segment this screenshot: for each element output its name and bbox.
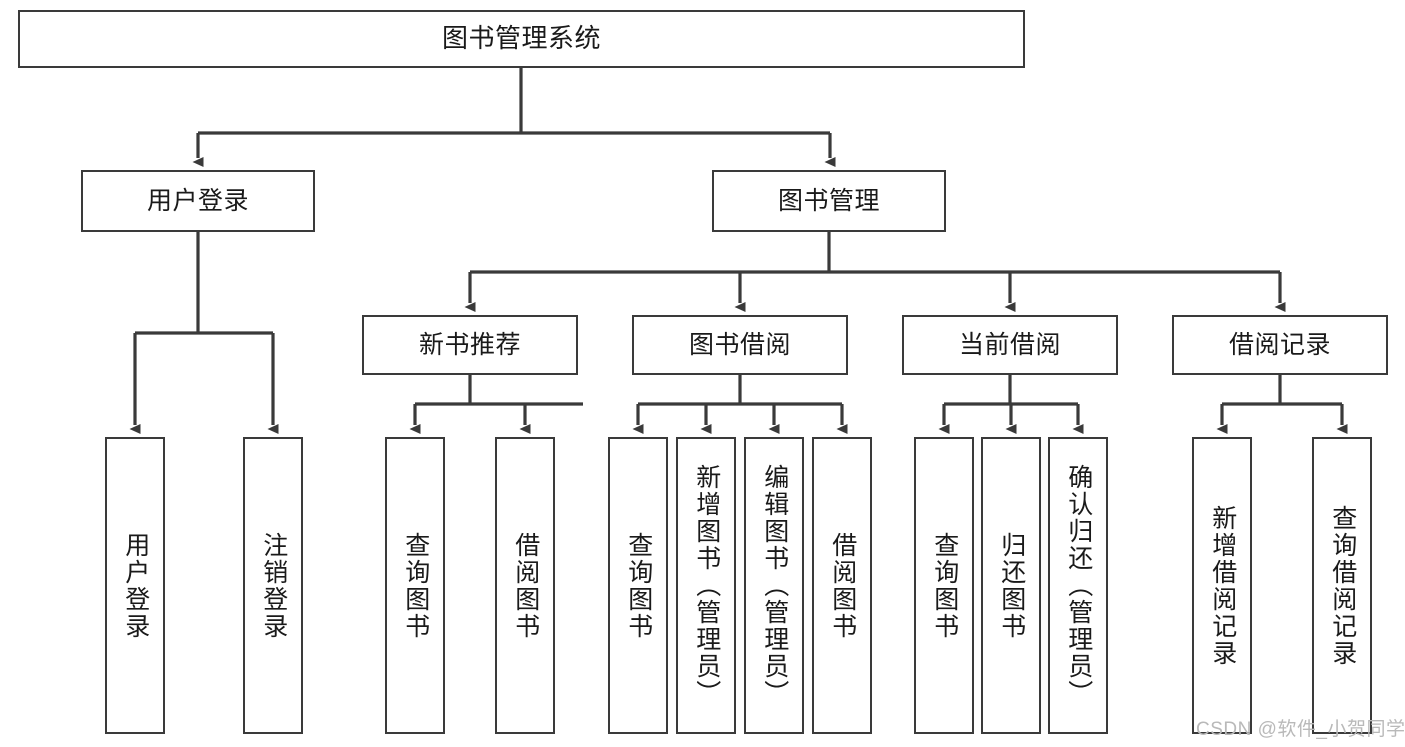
node-book-management[interactable]: 图书管理: [712, 170, 946, 232]
node-leaf-return-book[interactable]: 归还图书: [981, 437, 1041, 734]
node-leaf-query-record[interactable]: 查询借阅记录: [1312, 437, 1372, 734]
node-label: 注销登录: [259, 531, 288, 640]
node-leaf-confirm-return[interactable]: 确认归还（管理员）: [1048, 437, 1108, 734]
node-leaf-add-record[interactable]: 新增借阅记录: [1192, 437, 1252, 734]
node-label: 借阅记录: [1228, 330, 1331, 359]
node-new-book-recommend[interactable]: 新书推荐: [362, 315, 578, 375]
node-label: 新书推荐: [418, 330, 521, 359]
node-leaf-query-book-3[interactable]: 查询图书: [914, 437, 974, 734]
node-leaf-borrow-book-1[interactable]: 借阅图书: [495, 437, 555, 734]
node-leaf-edit-book[interactable]: 编辑图书（管理员）: [744, 437, 804, 734]
csdn-watermark: CSDN @软件_小贺同学: [1196, 719, 1405, 740]
node-label: 归还图书: [997, 531, 1026, 640]
node-label: 查询图书: [624, 531, 653, 640]
node-leaf-user-logout[interactable]: 注销登录: [243, 437, 303, 734]
node-root-book-management-system[interactable]: 图书管理系统: [18, 10, 1025, 68]
node-label: 查询图书: [401, 531, 430, 640]
node-label: 图书管理: [777, 186, 880, 215]
node-label: 确认归还（管理员）: [1064, 464, 1093, 707]
node-label: 图书管理系统: [441, 23, 601, 54]
node-borrow-record[interactable]: 借阅记录: [1172, 315, 1388, 375]
node-leaf-borrow-book-2[interactable]: 借阅图书: [812, 437, 872, 734]
node-label: 查询图书: [930, 531, 959, 640]
node-label: 图书借阅: [688, 330, 791, 359]
node-user-login[interactable]: 用户登录: [81, 170, 315, 232]
node-label: 编辑图书（管理员）: [760, 464, 789, 707]
node-leaf-add-book[interactable]: 新增图书（管理员）: [676, 437, 736, 734]
node-label: 借阅图书: [511, 531, 540, 640]
node-leaf-query-book-2[interactable]: 查询图书: [608, 437, 668, 734]
node-book-borrow[interactable]: 图书借阅: [632, 315, 848, 375]
node-label: 用户登录: [146, 186, 249, 215]
node-label: 新增图书（管理员）: [692, 464, 721, 707]
node-label: 用户登录: [121, 531, 150, 640]
node-label: 当前借阅: [958, 330, 1061, 359]
node-current-borrow[interactable]: 当前借阅: [902, 315, 1118, 375]
node-label: 新增借阅记录: [1208, 504, 1237, 667]
node-label: 借阅图书: [828, 531, 857, 640]
node-leaf-query-book-1[interactable]: 查询图书: [385, 437, 445, 734]
node-label: 查询借阅记录: [1328, 504, 1357, 667]
node-leaf-user-login[interactable]: 用户登录: [105, 437, 165, 734]
